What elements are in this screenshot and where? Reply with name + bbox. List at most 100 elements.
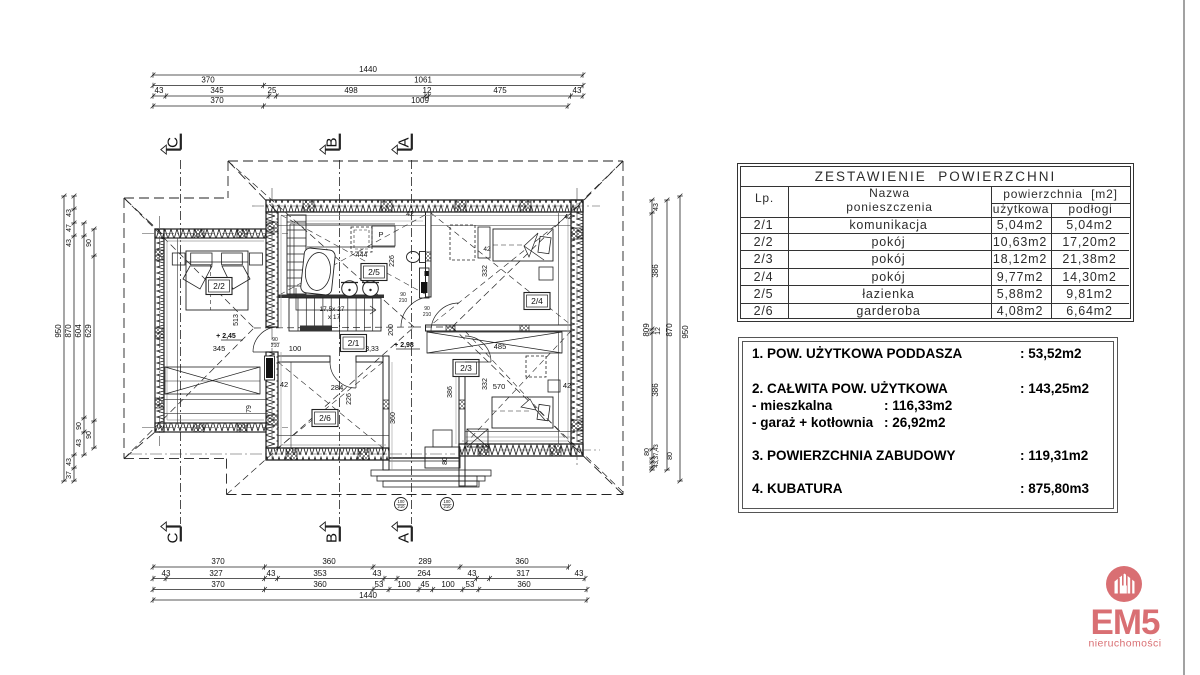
svg-text:386: 386 bbox=[651, 264, 660, 278]
svg-text:80: 80 bbox=[667, 452, 674, 460]
svg-text:332: 332 bbox=[482, 265, 489, 277]
svg-text:43: 43 bbox=[468, 569, 477, 578]
svg-text:360: 360 bbox=[515, 557, 529, 566]
svg-text:100: 100 bbox=[444, 499, 452, 504]
svg-text:90: 90 bbox=[76, 422, 83, 430]
svg-text:A: A bbox=[395, 533, 412, 543]
svg-text:43: 43 bbox=[66, 209, 73, 217]
svg-text:353: 353 bbox=[313, 569, 327, 578]
svg-text:1440: 1440 bbox=[359, 591, 377, 600]
svg-text:629: 629 bbox=[84, 324, 93, 338]
svg-text:+ 2,98: + 2,98 bbox=[394, 342, 414, 349]
svg-text:P: P bbox=[378, 230, 383, 239]
svg-text:289: 289 bbox=[418, 557, 432, 566]
svg-text:809: 809 bbox=[642, 323, 651, 337]
svg-text:444: 444 bbox=[356, 252, 368, 259]
svg-text:498: 498 bbox=[344, 86, 358, 95]
svg-text:EM5: EM5 bbox=[1091, 603, 1161, 642]
svg-text:43: 43 bbox=[162, 569, 171, 578]
svg-text:80: 80 bbox=[442, 457, 449, 465]
svg-text:45: 45 bbox=[421, 580, 430, 589]
svg-text:100: 100 bbox=[289, 344, 302, 353]
svg-text:43: 43 bbox=[653, 203, 660, 211]
svg-text:2/6: 2/6 bbox=[319, 413, 331, 423]
svg-text:42: 42 bbox=[563, 381, 571, 390]
svg-text:B: B bbox=[323, 533, 340, 543]
svg-text:90: 90 bbox=[400, 292, 406, 298]
svg-text:360: 360 bbox=[322, 557, 336, 566]
svg-text:43: 43 bbox=[573, 86, 582, 95]
svg-text:370: 370 bbox=[211, 557, 225, 566]
svg-text:210: 210 bbox=[399, 298, 408, 304]
svg-text:1061: 1061 bbox=[414, 76, 432, 85]
svg-text:2/4: 2/4 bbox=[531, 296, 543, 306]
svg-text:360: 360 bbox=[390, 412, 397, 424]
svg-text:43: 43 bbox=[575, 569, 584, 578]
svg-text:x 17: x 17 bbox=[328, 314, 341, 321]
svg-text:nieruchomości: nieruchomości bbox=[1089, 638, 1162, 650]
svg-text:42: 42 bbox=[280, 380, 288, 389]
svg-text:200: 200 bbox=[388, 324, 395, 336]
svg-text:A: A bbox=[395, 137, 412, 147]
svg-text:485: 485 bbox=[494, 342, 507, 351]
svg-text:950: 950 bbox=[54, 324, 63, 338]
svg-text:47: 47 bbox=[66, 224, 73, 232]
svg-text:100: 100 bbox=[398, 499, 406, 504]
svg-text:332: 332 bbox=[482, 378, 489, 390]
svg-text:37: 37 bbox=[66, 471, 73, 479]
svg-text:210: 210 bbox=[423, 312, 432, 318]
svg-text:100: 100 bbox=[441, 580, 455, 589]
svg-text:370: 370 bbox=[211, 580, 225, 589]
svg-text:1440: 1440 bbox=[359, 65, 377, 74]
svg-text:43: 43 bbox=[373, 569, 382, 578]
svg-text:2/5: 2/5 bbox=[368, 267, 380, 277]
svg-text:42: 42 bbox=[564, 214, 572, 221]
svg-text:370: 370 bbox=[201, 76, 215, 85]
svg-text:90: 90 bbox=[424, 306, 430, 312]
svg-text:C: C bbox=[164, 532, 181, 543]
svg-text:570: 570 bbox=[493, 382, 506, 391]
svg-text:53: 53 bbox=[466, 580, 475, 589]
svg-text:475: 475 bbox=[493, 86, 507, 95]
svg-text:43: 43 bbox=[66, 458, 73, 466]
svg-text:360: 360 bbox=[313, 580, 327, 589]
svg-text:604: 604 bbox=[74, 324, 83, 338]
svg-text:345: 345 bbox=[210, 86, 224, 95]
svg-text:360: 360 bbox=[517, 580, 531, 589]
svg-text:950: 950 bbox=[681, 325, 690, 339]
svg-text:B: B bbox=[323, 137, 340, 147]
svg-text:90: 90 bbox=[86, 431, 93, 439]
svg-text:386: 386 bbox=[447, 386, 454, 398]
svg-text:513: 513 bbox=[233, 314, 240, 326]
svg-text:210: 210 bbox=[271, 343, 280, 349]
svg-text:327: 327 bbox=[209, 569, 223, 578]
svg-text:42: 42 bbox=[483, 246, 491, 253]
svg-text:386: 386 bbox=[651, 383, 660, 397]
svg-text:317: 317 bbox=[516, 569, 530, 578]
svg-text:2/2: 2/2 bbox=[213, 281, 225, 291]
svg-text:90: 90 bbox=[86, 239, 93, 247]
svg-text:43: 43 bbox=[66, 239, 73, 247]
svg-text:2/3: 2/3 bbox=[460, 363, 472, 373]
svg-text:43: 43 bbox=[155, 86, 164, 95]
svg-text:90: 90 bbox=[272, 337, 278, 343]
svg-text:210: 210 bbox=[444, 504, 452, 509]
svg-text:2/1: 2/1 bbox=[348, 338, 360, 348]
svg-text:226: 226 bbox=[346, 393, 353, 405]
svg-text:53: 53 bbox=[375, 580, 384, 589]
svg-text:870: 870 bbox=[64, 324, 73, 338]
svg-text:370: 370 bbox=[210, 96, 224, 105]
svg-text:25: 25 bbox=[268, 86, 277, 95]
svg-text:226: 226 bbox=[389, 255, 396, 267]
svg-text:+ 2,45: + 2,45 bbox=[216, 333, 236, 340]
svg-text:345: 345 bbox=[213, 344, 226, 353]
svg-text:870: 870 bbox=[665, 323, 674, 337]
svg-text:12: 12 bbox=[423, 86, 432, 95]
svg-text:264: 264 bbox=[417, 569, 431, 578]
svg-text:1009: 1009 bbox=[411, 96, 429, 105]
svg-text:12: 12 bbox=[655, 327, 662, 335]
svg-text:79: 79 bbox=[246, 405, 253, 413]
svg-text:17,5x 27: 17,5x 27 bbox=[320, 306, 345, 313]
svg-text:284: 284 bbox=[331, 383, 344, 392]
svg-text:3,33: 3,33 bbox=[365, 346, 379, 353]
